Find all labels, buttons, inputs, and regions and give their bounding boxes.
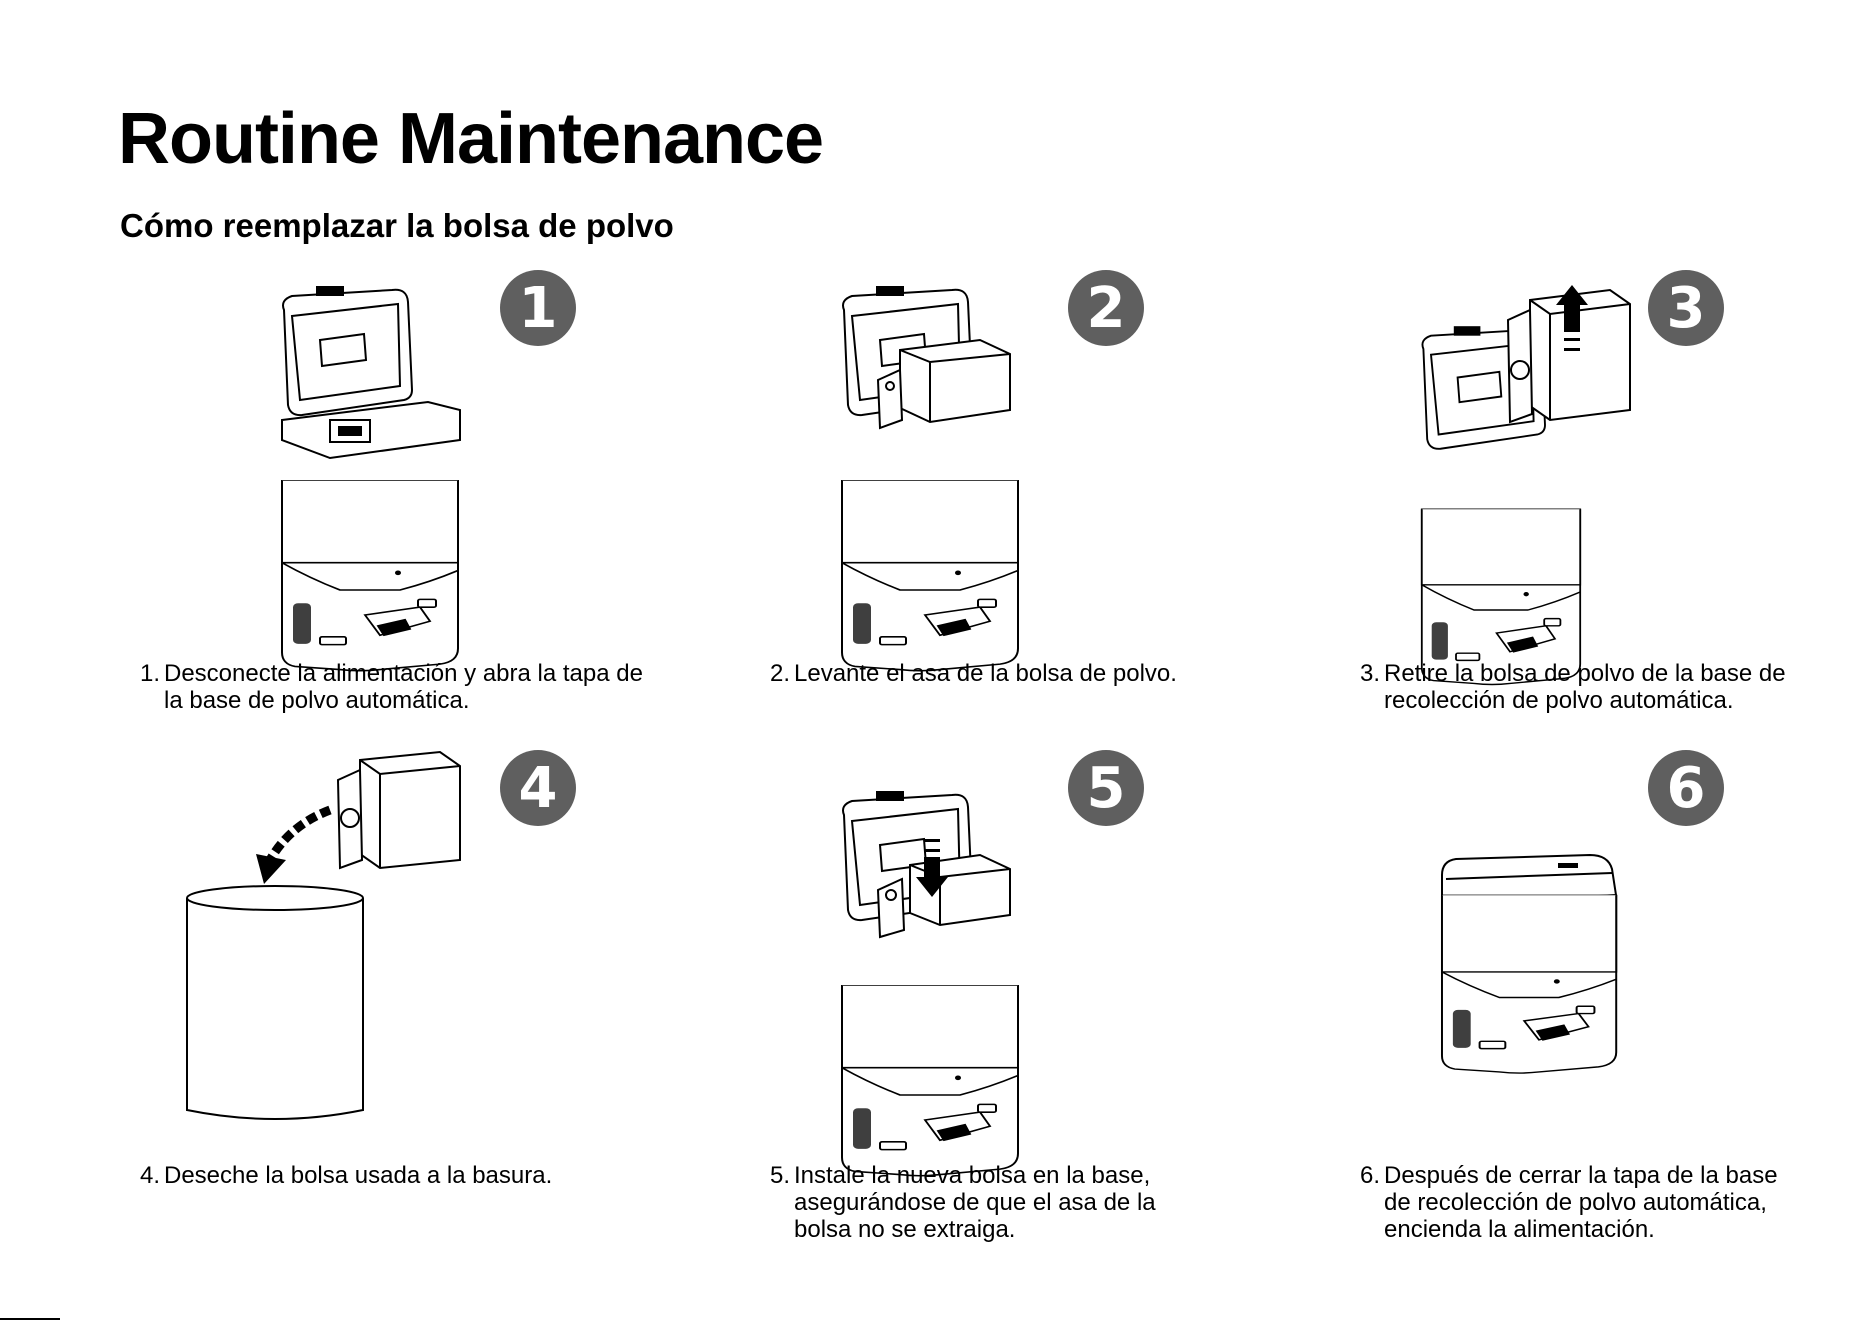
step-4: 4 4. Deseche la bolsa usada a la basura.: [130, 750, 690, 1250]
step-number: 1.: [140, 660, 161, 687]
step-caption-6: 6. Después de cerrar la tapa de la base …: [1360, 1162, 1780, 1243]
step-caption-3: 3. Retire la bolsa de polvo de la base d…: [1360, 660, 1872, 714]
footer-rule: [0, 1318, 60, 1320]
dock-bag-handle-icon: [841, 286, 1019, 672]
step-number: 2.: [770, 660, 791, 687]
step-number: 4.: [140, 1162, 161, 1189]
step-badge-5: 5: [1068, 750, 1144, 826]
step-text: Retire la bolsa de polvo de la base de r…: [1384, 660, 1786, 714]
step-badge-4: 4: [500, 750, 576, 826]
step-caption-1: 1. Desconecte la alimentación y abra la …: [140, 660, 660, 714]
bag-lift-out-icon: [1420, 285, 1631, 686]
step-badge-3: 3: [1648, 270, 1724, 346]
step-text: Instale la nueva bolsa en la base, asegu…: [794, 1162, 1156, 1243]
step-text: Deseche la bolsa usada a la basura.: [164, 1162, 553, 1189]
step-number: 3.: [1360, 660, 1381, 687]
step-badge-2: 2: [1068, 270, 1144, 346]
step-number: 6.: [1360, 1162, 1381, 1189]
step-3: 3 3. Retire la bolsa de polvo de la base…: [1300, 270, 1860, 770]
step-2: 2 2. Levante el asa de la bolsa de polvo…: [710, 270, 1270, 770]
trash-bin-icon: [186, 750, 461, 1120]
step-1: 1 1. Desconecte la alimentación y abra l…: [130, 270, 690, 770]
step-text: Desconecte la alimentación y abra la tap…: [164, 660, 643, 714]
step-caption-5: 5. Instale la nueva bolsa en la base, as…: [770, 1162, 1190, 1243]
page-title: Routine Maintenance: [118, 99, 824, 179]
step-caption-4: 4. Deseche la bolsa usada a la basura.: [140, 1162, 660, 1189]
open-dock-icon: [281, 286, 461, 672]
step-caption-2: 2. Levante el asa de la bolsa de polvo.: [770, 660, 1290, 687]
bag-insert-icon: [841, 791, 1019, 1177]
closed-dock-icon: [1440, 853, 1618, 1075]
section-subtitle: Cómo reemplazar la bolsa de polvo: [120, 207, 674, 244]
step-6: 6 6. Después de cerrar la tapa de la bas…: [1300, 750, 1860, 1250]
step-text: Después de cerrar la tapa de la base de …: [1384, 1162, 1778, 1243]
step-5: 5 5. Instale la nueva bolsa en la base, …: [710, 750, 1270, 1250]
step-badge-1: 1: [500, 270, 576, 346]
step-text: Levante el asa de la bolsa de polvo.: [794, 660, 1177, 687]
step-badge-6: 6: [1648, 750, 1724, 826]
step-number: 5.: [770, 1162, 791, 1189]
